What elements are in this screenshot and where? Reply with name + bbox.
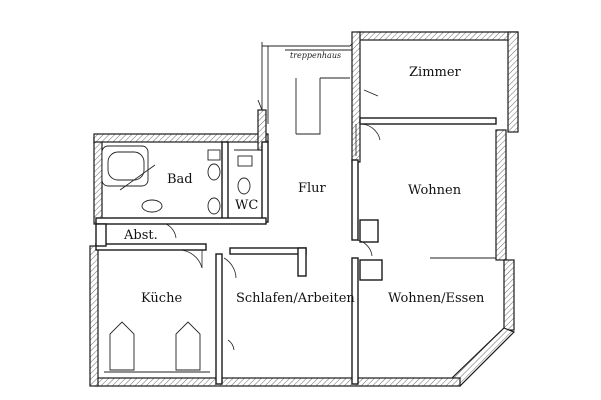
outer-walls (89, 31, 519, 387)
room-label-kueche: Küche (141, 291, 183, 306)
room-label-abst: Abst. (124, 228, 158, 243)
kitchen-fixtures (104, 321, 210, 373)
interior-walls (95, 117, 497, 385)
room-label-zimmer: Zimmer (409, 65, 461, 80)
room-label-wohnen-essen: Wohnen/Essen (388, 291, 485, 306)
bathroom-fixtures (101, 145, 262, 215)
room-label-wc: WC (235, 198, 259, 213)
stairwell-note: treppenhaus (290, 51, 342, 60)
room-label-wohnen: Wohnen (408, 183, 462, 198)
room-label-bad: Bad (167, 172, 193, 187)
stairwell-sketch (257, 39, 357, 135)
doors (165, 89, 381, 351)
room-label-schlafen-arbeiten: Schlafen/Arbeiten (236, 291, 355, 306)
room-label-flur: Flur (298, 181, 326, 196)
